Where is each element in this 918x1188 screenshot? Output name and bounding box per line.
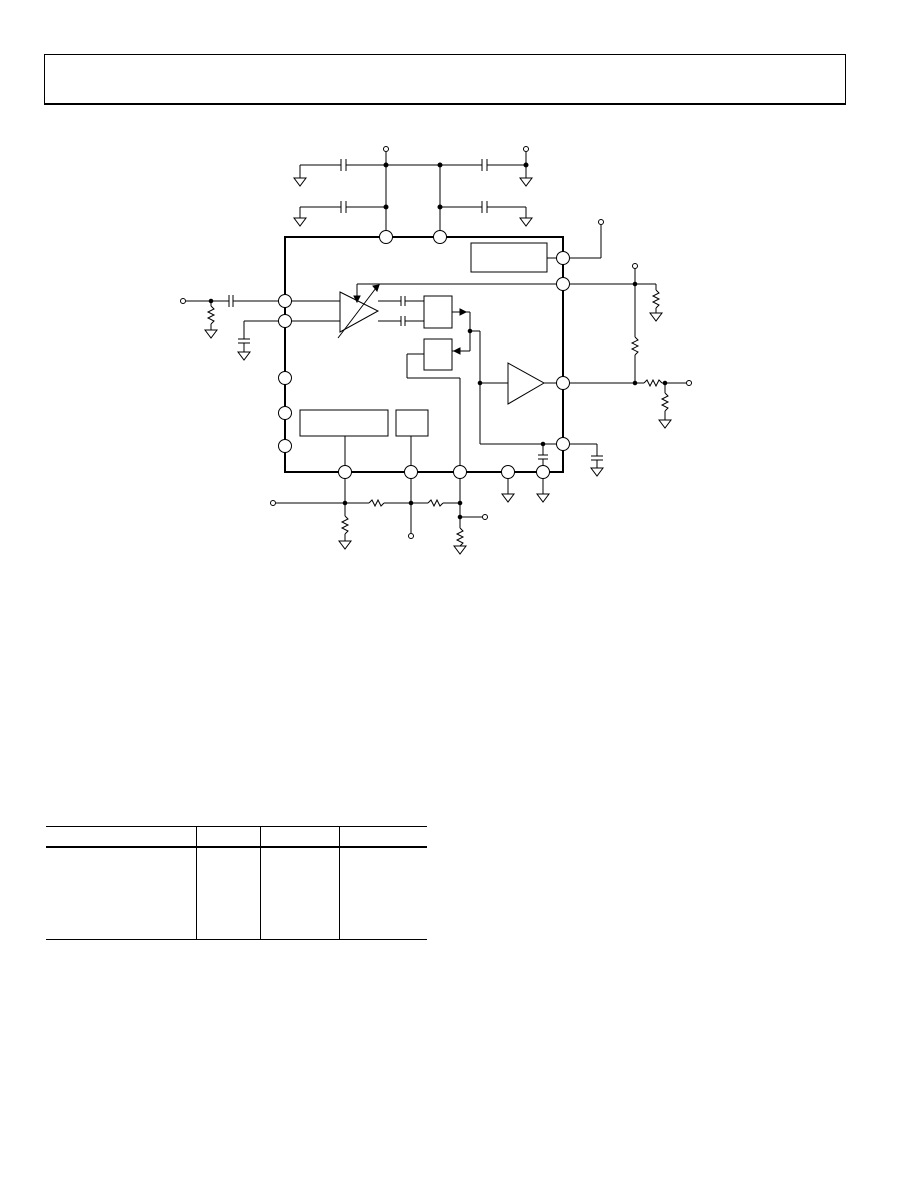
table-column-divider [260,827,261,939]
output-network [570,263,692,429]
input-network [180,295,279,361]
table-column-divider [196,827,197,939]
left-pins [278,294,292,453]
bottom-pins [338,465,550,479]
table-column-divider [339,827,340,939]
bias-block [299,409,389,437]
page-header-box [44,54,846,105]
detector-upper-block [423,295,453,329]
right-pins [556,251,570,451]
ic-package-outline [284,236,564,473]
small-block [395,409,429,437]
figure-id-label [729,531,739,575]
variable-gain-amplifier [291,283,557,339]
table-header-rule [46,846,427,848]
detector-lower-block [423,338,453,371]
gain-set-network [270,478,488,555]
top-right-block [470,242,548,273]
supply-decoupling-network [293,146,533,237]
top-pins [379,230,447,244]
application-circuit-schematic [180,146,692,555]
output-buffer-amplifier [507,362,557,405]
specification-table [46,826,427,940]
